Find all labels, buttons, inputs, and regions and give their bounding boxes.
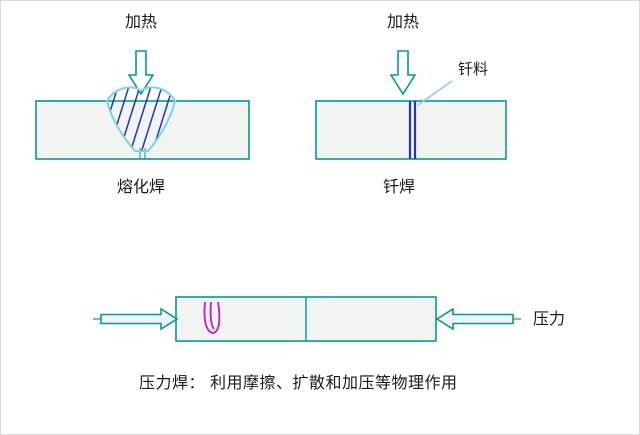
pressure-right-arrow-icon xyxy=(100,307,179,331)
pressure-welding-figure xyxy=(93,296,521,342)
brazing-figure xyxy=(315,50,507,160)
pressure-left-arrow-icon xyxy=(435,307,514,331)
brazing-heat-label: 加热 xyxy=(386,14,419,31)
pressure-force-label: 压力 xyxy=(532,311,565,328)
friction-vortex-icon xyxy=(203,301,221,335)
fusion-caption: 熔化焊 xyxy=(116,179,165,196)
heat-down-arrow-icon xyxy=(389,50,417,96)
weld-pool-outline xyxy=(105,86,177,152)
filler-leader-line xyxy=(417,80,453,106)
brazing-caption: 钎焊 xyxy=(382,179,415,196)
filler-metal-label: 钎料 xyxy=(457,61,488,78)
fusion-welding-figure xyxy=(35,50,250,160)
fusion-heat-label: 加热 xyxy=(124,14,157,31)
friction-vortex-inner xyxy=(209,301,215,330)
pressure-caption: 压力焊： 利用摩擦、扩散和加压等物理作用 xyxy=(139,375,458,392)
heat-down-arrow-icon xyxy=(127,50,155,96)
